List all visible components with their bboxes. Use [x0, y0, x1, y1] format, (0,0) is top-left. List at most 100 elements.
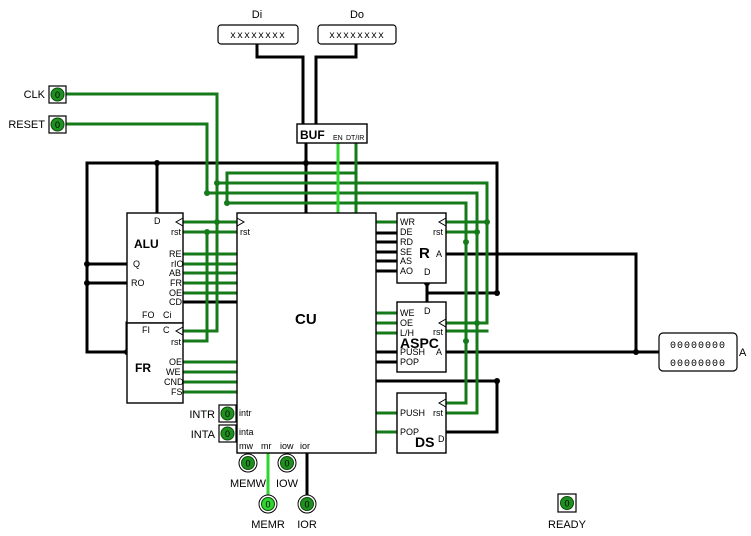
alu-pin-ro: RO — [131, 278, 145, 288]
r-pin-se: SE — [400, 247, 412, 257]
alu-pin-ab: AB — [169, 268, 181, 278]
do-bus: Do xxxxxxxx — [317, 9, 397, 45]
buf-pin-en: EN — [333, 135, 343, 142]
alu-pin-rst: rst — [171, 227, 181, 237]
inta-label: INTA — [191, 429, 216, 441]
a-bus-label: A — [739, 347, 747, 359]
alu-block: D rst ALU RE Q rIO AB RO FR OE CD — [126, 212, 184, 324]
di-label: Di — [252, 9, 262, 21]
alu-pin-rio: rIO — [171, 259, 184, 269]
ior-label: IOR — [297, 519, 317, 531]
di-value: xxxxxxxx — [230, 31, 286, 42]
aspc-title: ASPC — [400, 335, 439, 351]
alu-pin-re: RE — [169, 249, 182, 259]
fr-pin-oe: OE — [169, 357, 182, 367]
fr-pin-rst: rst — [171, 337, 181, 347]
a-bus-lo: 00000000 — [670, 359, 726, 370]
aspc-pin-pop: POP — [400, 357, 419, 367]
clk-value: 0 — [55, 90, 60, 100]
alu-pin-fr: FR — [170, 278, 182, 288]
fr-pin-fs: FS — [171, 387, 183, 397]
aspc-pin-we: WE — [400, 308, 415, 318]
r-pin-de: DE — [400, 227, 413, 237]
alu-pin-q: Q — [133, 259, 140, 269]
memw-label: MEMW — [230, 478, 267, 490]
memw-value: 0 — [245, 459, 250, 469]
reset-input[interactable]: RESET 0 — [8, 115, 67, 134]
fr-pin-cnd: CND — [164, 377, 184, 387]
aspc-pin-d: D — [424, 306, 431, 316]
ready-input[interactable]: 0 READY — [548, 493, 587, 531]
aspc-block: D WE OE rst L/H ASPC PUSH A POP — [396, 301, 447, 373]
buf-pin-dtir: DT/IR — [346, 135, 364, 142]
alu-pin-d: D — [154, 216, 161, 226]
fr-pin-fi: FI — [142, 325, 150, 335]
r-pin-rst: rst — [433, 227, 443, 237]
memr-value: 0 — [265, 500, 270, 510]
ready-value: 0 — [564, 499, 569, 509]
cu-pin-rst: rst — [240, 227, 250, 237]
cu-block: rst CU intr inta mw mr iow ior — [236, 212, 377, 454]
fr-title: FR — [135, 361, 151, 375]
r-pin-wr: WR — [400, 217, 415, 227]
cu-pin-mr: mr — [261, 441, 272, 451]
inta-input[interactable]: INTA 0 — [191, 424, 237, 443]
ds-block: PUSH rst POP DS D — [396, 392, 447, 454]
aspc-pin-push: PUSH — [400, 347, 425, 357]
green-wires — [65, 92, 489, 498]
cu-pin-ior: ior — [300, 441, 310, 451]
alu-pin-oe: OE — [169, 288, 182, 298]
ds-pin-pop: POP — [400, 427, 419, 437]
intr-input[interactable]: INTR 0 — [189, 404, 237, 423]
r-pin-ao: AO — [400, 266, 413, 276]
r-pin-a: A — [436, 249, 442, 259]
aspc-pin-lh: L/H — [400, 328, 414, 338]
r-title: R — [419, 245, 430, 262]
ior-value: 0 — [304, 500, 309, 510]
cu-pin-mw: mw — [239, 441, 253, 451]
r-pin-as: AS — [400, 256, 412, 266]
a-bus-display: 00000000 00000000 A — [658, 332, 747, 372]
cu-pin-inta: inta — [239, 427, 254, 437]
memw-probe[interactable]: 0 MEMW — [230, 453, 267, 490]
di-bus: Di xxxxxxxx — [217, 9, 299, 45]
ds-pin-rst: rst — [433, 408, 443, 418]
iow-value: 0 — [284, 459, 289, 469]
intr-value: 0 — [225, 409, 230, 419]
cu-pin-iow: iow — [280, 441, 294, 451]
do-value: xxxxxxxx — [329, 31, 385, 42]
aspc-pin-oe: OE — [400, 318, 413, 328]
r-block: WR rst DE RD R SE A AS AO D — [396, 212, 447, 284]
ds-pin-push: PUSH — [400, 408, 425, 418]
ior-probe[interactable]: 0 IOR — [297, 494, 317, 531]
clk-input[interactable]: CLK 0 — [24, 85, 67, 104]
fr-pin-ci: Ci — [163, 310, 172, 320]
ds-title: DS — [415, 434, 434, 450]
iow-label: IOW — [276, 478, 299, 490]
ready-label: READY — [548, 519, 587, 531]
r-pin-rd: RD — [400, 237, 413, 247]
aspc-pin-a: A — [436, 347, 442, 357]
buf-title: BUF — [300, 128, 325, 142]
r-pin-d: D — [424, 267, 431, 277]
iow-probe[interactable]: 0 IOW — [276, 453, 299, 490]
fr-pin-fo: FO — [142, 310, 155, 320]
intr-label: INTR — [189, 409, 215, 421]
inta-value: 0 — [225, 429, 230, 439]
aspc-pin-rst: rst — [433, 327, 443, 337]
reset-label: RESET — [8, 119, 45, 131]
cu-pin-intr: intr — [239, 408, 252, 418]
memr-probe[interactable]: 0 MEMR — [251, 494, 285, 531]
memr-label: MEMR — [251, 519, 285, 531]
alu-pin-cd: CD — [169, 297, 182, 307]
ds-pin-d: D — [438, 434, 445, 444]
a-bus-hi: 00000000 — [670, 341, 726, 352]
cu-title: CU — [295, 311, 317, 328]
fr-pin-we: WE — [166, 367, 181, 377]
do-label: Do — [350, 9, 364, 21]
reset-value: 0 — [55, 120, 60, 130]
clk-label: CLK — [24, 89, 46, 101]
alu-title: ALU — [134, 237, 159, 251]
fr-block: FO Ci FI C rst FR OE WE CND FS — [126, 310, 184, 404]
buf-block: BUF EN DT/IR — [296, 123, 368, 144]
